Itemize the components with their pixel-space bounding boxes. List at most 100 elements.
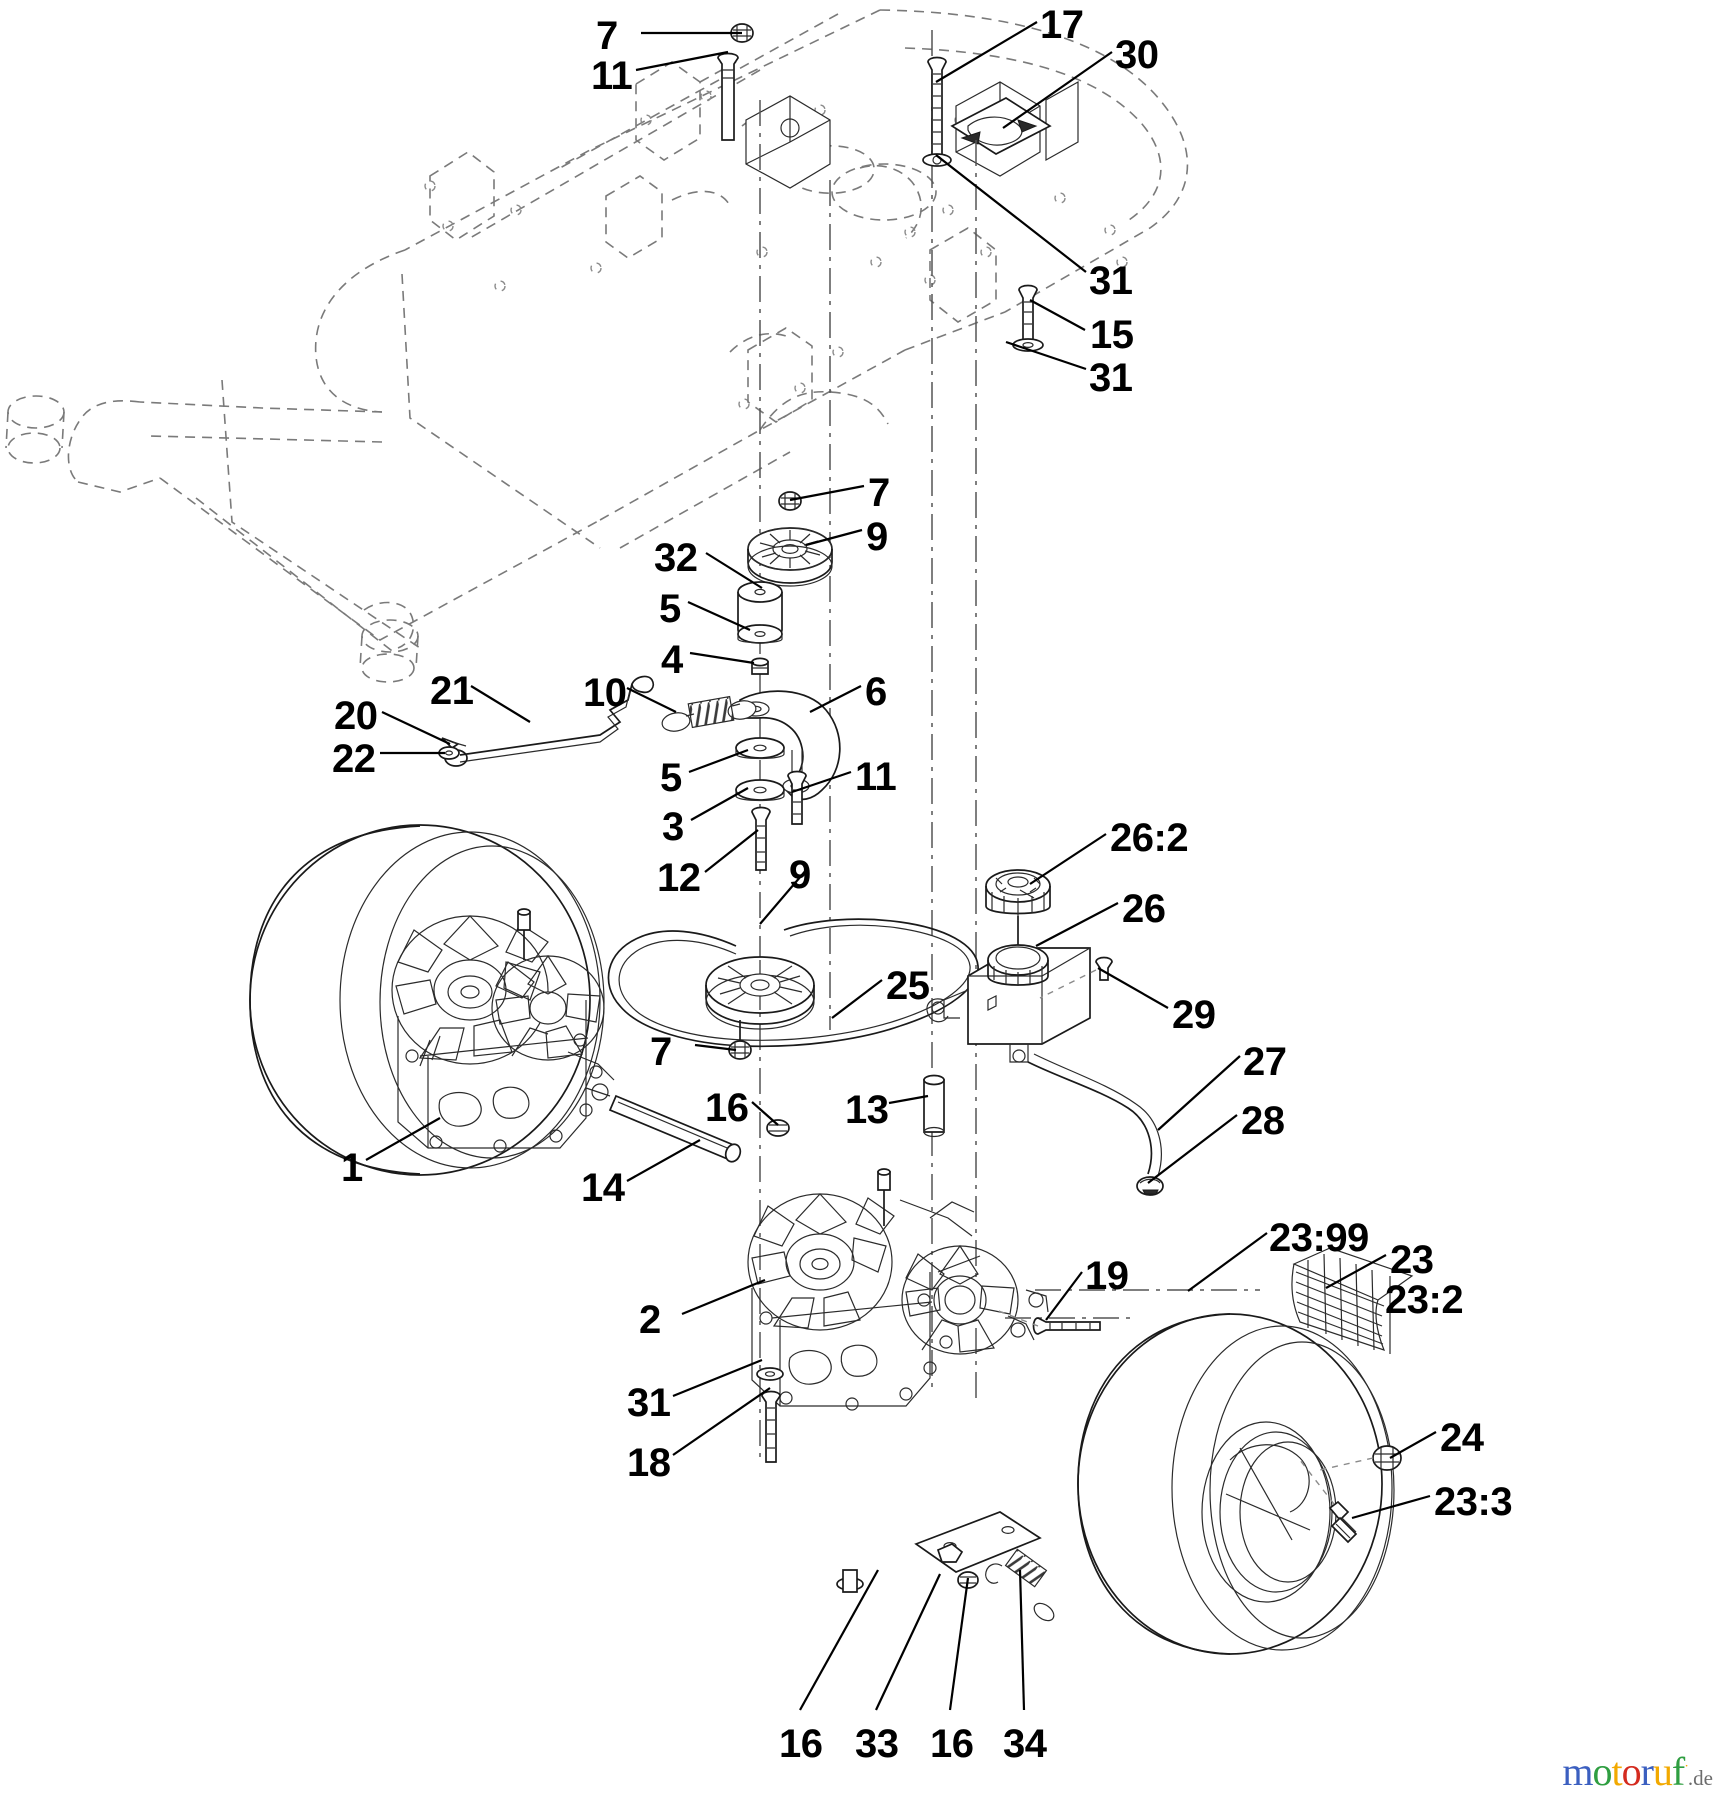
callout-16[interactable]: 16	[705, 1086, 749, 1130]
callout-15[interactable]: 15	[1090, 313, 1134, 357]
mower-frame-phantom	[5, 9, 1189, 683]
item-23-99-label	[1291, 1247, 1414, 1354]
leader-line	[365, 1117, 441, 1161]
callout-18[interactable]: 18	[627, 1441, 671, 1485]
leader-line	[1002, 51, 1113, 129]
callout-32[interactable]: 32	[654, 536, 698, 580]
item-23-3-valve-stem	[1299, 1459, 1358, 1544]
leader-line	[705, 552, 763, 589]
callout-28[interactable]: 28	[1241, 1099, 1285, 1143]
leader-line	[626, 1139, 701, 1182]
leader-line	[759, 868, 808, 925]
watermark-letter: o	[1621, 1749, 1642, 1794]
callout-27[interactable]: 27	[1243, 1040, 1287, 1084]
watermark-letter: t	[1611, 1749, 1622, 1794]
callout-17[interactable]: 17	[1040, 3, 1084, 47]
leader-line	[799, 1569, 879, 1711]
leader-line	[470, 685, 531, 723]
leader-line	[875, 1573, 941, 1711]
leader-line	[1157, 1055, 1241, 1131]
callout-34[interactable]: 34	[1003, 1722, 1047, 1766]
motoruf-watermark: motoruf·.de	[1562, 1752, 1713, 1792]
callout-5[interactable]: 5	[659, 587, 681, 631]
leader-line	[888, 1094, 929, 1105]
callout-13[interactable]: 13	[845, 1088, 889, 1132]
item-21-linkage-rod	[444, 675, 655, 767]
leader-line	[935, 21, 1038, 83]
callout-23-99[interactable]: 23:99	[1269, 1216, 1369, 1260]
callout-11[interactable]: 11	[855, 755, 897, 799]
leader-line	[935, 154, 1087, 273]
callout-22[interactable]: 22	[332, 737, 376, 781]
item-31-washer-trans	[756, 1367, 784, 1381]
callout-5[interactable]: 5	[660, 756, 682, 800]
leader-line	[1389, 1431, 1437, 1459]
item-26-2-reservoir-cap	[985, 869, 1051, 948]
item-2-right-hydro-transmission	[747, 1168, 1049, 1411]
callout-21[interactable]: 21	[430, 669, 474, 713]
leader-line	[672, 1358, 763, 1398]
callout-26-2[interactable]: 26:2	[1110, 816, 1189, 860]
callout-3[interactable]: 3	[662, 805, 684, 849]
item-14-shaft	[608, 1094, 742, 1163]
callout-23-3[interactable]: 23:3	[1434, 1480, 1513, 1524]
callout-26[interactable]: 26	[1122, 887, 1166, 931]
callout-20[interactable]: 20	[334, 694, 378, 738]
leader-line	[1325, 1254, 1387, 1289]
item-26-reservoir-tank	[926, 944, 1091, 1063]
item-3-washer	[735, 779, 785, 802]
leader-line	[789, 484, 865, 502]
callout-30[interactable]: 30	[1115, 33, 1159, 77]
callout-31[interactable]: 31	[1089, 259, 1133, 303]
leader-line	[751, 1101, 779, 1126]
callout-24[interactable]: 24	[1440, 1416, 1484, 1460]
item-17-rod	[922, 56, 952, 167]
callout-1[interactable]: 1	[341, 1146, 363, 1190]
leader-line	[704, 829, 759, 873]
leader-line	[791, 770, 852, 794]
callout-19[interactable]: 19	[1085, 1254, 1129, 1298]
callout-23[interactable]: 23	[1390, 1238, 1434, 1282]
callout-2[interactable]: 2	[639, 1298, 661, 1342]
leader-line	[381, 711, 451, 745]
item-13-spacer-sleeve	[923, 1074, 945, 1138]
deck-mount-brackets	[745, 80, 1079, 189]
callout-12[interactable]: 12	[657, 856, 701, 900]
callout-31[interactable]: 31	[1089, 356, 1133, 400]
leader-line	[948, 1577, 970, 1711]
leader-line	[809, 685, 862, 713]
leader-line	[672, 1387, 771, 1456]
item-7-locknut-lower	[728, 1020, 752, 1060]
item-10-extension-spring	[661, 695, 757, 732]
callout-29[interactable]: 29	[1172, 993, 1216, 1037]
item-24-nut	[1319, 1445, 1402, 1471]
callout-7[interactable]: 7	[596, 14, 618, 58]
item-15-bolt	[1018, 284, 1038, 341]
item-7-locknut-idler	[778, 491, 802, 511]
leader-line	[1097, 967, 1169, 1009]
item-18-bolt	[761, 1390, 781, 1463]
callout-16[interactable]: 16	[779, 1722, 823, 1766]
callout-11[interactable]: 11	[591, 54, 633, 98]
leader-line	[687, 600, 751, 632]
item-4-locknut	[751, 657, 769, 675]
watermark-letter: o	[1592, 1749, 1612, 1794]
watermark-letter: r	[1640, 1749, 1654, 1794]
watermark-letter: f	[1671, 1749, 1685, 1794]
callout-14[interactable]: 14	[581, 1166, 625, 1210]
callout-10[interactable]: 10	[583, 671, 627, 715]
callout-4[interactable]: 4	[661, 638, 683, 682]
leader-line	[1029, 833, 1107, 885]
callout-23-2[interactable]: 23:2	[1385, 1278, 1464, 1322]
callout-16[interactable]: 16	[930, 1722, 974, 1766]
callout-9[interactable]: 9	[789, 853, 811, 897]
callout-25[interactable]: 25	[886, 964, 930, 1008]
callout-6[interactable]: 6	[865, 670, 887, 714]
leader-line	[1029, 299, 1086, 331]
callout-31[interactable]: 31	[627, 1381, 671, 1425]
callout-33[interactable]: 33	[855, 1722, 899, 1766]
callout-9[interactable]: 9	[866, 515, 888, 559]
callout-7[interactable]: 7	[868, 471, 890, 515]
callout-7[interactable]: 7	[650, 1030, 672, 1074]
